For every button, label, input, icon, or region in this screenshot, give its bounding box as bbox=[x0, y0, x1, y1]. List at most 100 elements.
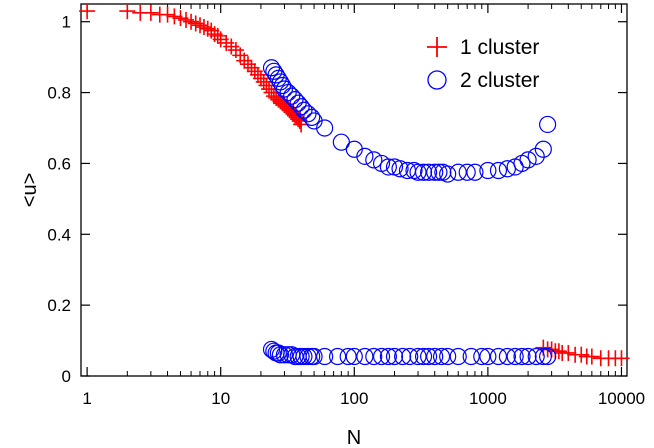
data-point-circle bbox=[519, 151, 537, 169]
data-point-circle bbox=[275, 346, 294, 364]
data-point-circle bbox=[449, 163, 467, 181]
data-point-circle bbox=[519, 347, 537, 366]
data-point-circle bbox=[539, 115, 557, 134]
legend-marker-plus bbox=[427, 37, 447, 57]
x-tick-label: 1000 bbox=[469, 389, 507, 408]
data-point-circle bbox=[430, 163, 448, 181]
data-point-circle bbox=[498, 347, 517, 366]
data-point-circle bbox=[385, 347, 404, 366]
data-point-circle bbox=[299, 347, 317, 366]
data-point-circle bbox=[345, 140, 363, 158]
y-tick-label: 0 bbox=[62, 367, 71, 386]
y-axis-title: <u> bbox=[19, 173, 41, 207]
data-point-circle bbox=[339, 347, 357, 366]
data-point-circle bbox=[414, 163, 433, 181]
data-point-circle bbox=[473, 347, 491, 366]
data-point-circle bbox=[479, 347, 497, 366]
data-point-circle bbox=[292, 98, 310, 116]
x-tick-label: 10 bbox=[211, 389, 230, 408]
data-point-circle bbox=[283, 87, 301, 105]
data-point-circle bbox=[269, 344, 287, 362]
data-point-circle bbox=[271, 346, 290, 364]
data-point-circle bbox=[372, 347, 391, 366]
data-point-circle bbox=[275, 80, 294, 98]
data-point-circle bbox=[305, 347, 323, 366]
data-point-plus bbox=[239, 56, 256, 73]
data-point-circle bbox=[356, 347, 374, 366]
data-point-circle bbox=[379, 347, 397, 366]
data-point-circle bbox=[365, 151, 383, 169]
data-point-circle bbox=[345, 347, 363, 366]
data-point-circle bbox=[356, 147, 374, 165]
data-point-circle bbox=[289, 94, 307, 112]
data-point-plus bbox=[119, 3, 136, 20]
data-point-circle bbox=[279, 83, 297, 102]
data-point-circle bbox=[527, 147, 545, 165]
data-point-circle bbox=[489, 161, 508, 180]
data-point-circle bbox=[426, 163, 444, 181]
legend-marker-circle bbox=[427, 70, 447, 90]
data-point-circle bbox=[449, 347, 467, 366]
series-1 bbox=[79, 3, 630, 367]
x-tick-label: 10000 bbox=[598, 389, 645, 408]
data-point-plus bbox=[192, 17, 209, 34]
data-point-plus bbox=[79, 3, 96, 20]
data-point-circle bbox=[316, 119, 334, 137]
data-point-circle bbox=[527, 347, 545, 366]
data-point-plus bbox=[560, 344, 577, 361]
data-point-circle bbox=[365, 347, 383, 366]
data-point-circle bbox=[391, 160, 409, 178]
data-point-circle bbox=[405, 161, 423, 180]
data-point-circle bbox=[506, 347, 524, 366]
data-point-plus bbox=[196, 19, 213, 36]
data-point-circle bbox=[409, 347, 427, 366]
data-point-circle bbox=[432, 347, 451, 366]
data-point-circle bbox=[379, 158, 397, 176]
y-tick-label: 0.2 bbox=[47, 296, 71, 315]
data-point-circle bbox=[414, 347, 433, 366]
data-point-plus bbox=[209, 27, 226, 44]
data-point-circle bbox=[466, 163, 484, 181]
data-point-circle bbox=[439, 347, 457, 366]
data-point-circle bbox=[420, 163, 438, 181]
data-point-plus bbox=[613, 350, 630, 367]
data-point-plus bbox=[142, 4, 159, 21]
y-tick-label: 0.8 bbox=[47, 84, 71, 103]
data-point-plus bbox=[583, 348, 600, 365]
data-point-circle bbox=[329, 347, 347, 366]
data-point-circle bbox=[458, 163, 476, 181]
y-tick-label: 0.6 bbox=[47, 154, 71, 173]
data-point-circle bbox=[462, 347, 480, 366]
data-point-plus bbox=[236, 52, 253, 69]
data-point-circle bbox=[305, 112, 323, 130]
data-point-circle bbox=[332, 133, 350, 151]
data-point-circle bbox=[295, 347, 313, 366]
data-point-circle bbox=[401, 347, 419, 366]
data-point-circle bbox=[286, 91, 304, 109]
legend: 1 cluster 2 cluster bbox=[427, 36, 539, 92]
data-point-circle bbox=[303, 108, 321, 126]
x-tick-label: 100 bbox=[340, 389, 368, 408]
data-point-circle bbox=[479, 161, 497, 180]
data-point-circle bbox=[316, 347, 334, 366]
data-point-circle bbox=[426, 347, 444, 366]
data-point-circle bbox=[534, 140, 552, 158]
legend-label-1: 1 cluster bbox=[460, 36, 539, 59]
x-tick-label: 1 bbox=[82, 389, 91, 408]
data-point-plus bbox=[159, 6, 176, 23]
y-tick-label: 1 bbox=[62, 13, 71, 32]
data-point-circle bbox=[439, 165, 457, 183]
data-point-circle bbox=[409, 163, 427, 181]
x-axis-title: N bbox=[347, 427, 361, 448]
legend-label-2: 2 cluster bbox=[460, 69, 539, 92]
data-point-plus bbox=[243, 59, 260, 76]
data-point-circle bbox=[420, 347, 438, 366]
data-point-circle bbox=[489, 347, 508, 366]
data-point-circle bbox=[534, 347, 552, 366]
data-point-circle bbox=[299, 105, 317, 123]
y-tick-label: 0.4 bbox=[47, 225, 71, 244]
data-marks bbox=[79, 3, 630, 367]
data-point-plus bbox=[187, 15, 204, 32]
